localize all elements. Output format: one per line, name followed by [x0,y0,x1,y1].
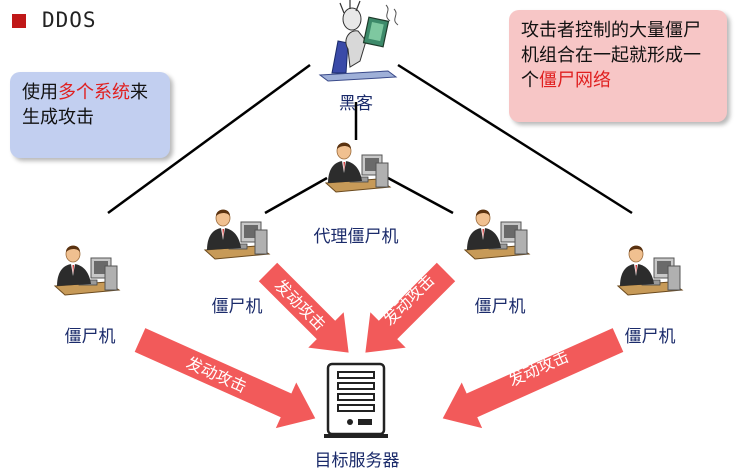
zombie-mid-left-person-computer-icon [204,209,270,260]
zombie-far-right-label: 僵尸机 [624,327,676,347]
server-icon [324,362,388,438]
zombie-far-left-label: 僵尸机 [64,327,116,347]
callout-left-text-2: 来生成攻击 [22,82,148,128]
line-hacker-zombie-far-left [107,63,311,215]
page-title: DDOS [42,8,97,32]
line-hacker-zombie-far-right [397,63,633,215]
proxy-person-computer-icon [325,142,391,193]
callout-botnet: 攻击者控制的大量僵尸机组合在一起就形成一个僵尸网络 [509,10,727,122]
callout-right-highlight: 僵尸网络 [539,70,611,91]
attack-arrow-mid-right: 发动攻击 [365,262,456,353]
title-bullet-icon [12,14,26,28]
attack-arrow-left-label: 发动攻击 [183,353,249,396]
zombie-mid-right-person-computer-icon [464,209,530,260]
zombie-mid-left-label: 僵尸机 [211,297,263,317]
callout-multiple-systems: 使用多个系统来生成攻击 [10,72,170,158]
hacker-label: 黑客 [339,94,373,114]
callout-right-text-1: 攻击者控制的大量僵尸机组合在一起就形成一个 [521,20,701,91]
attack-arrow-left: 发动攻击 [134,328,316,429]
callout-left-text-1: 使用 [22,82,58,103]
attack-arrow-right: 发动攻击 [442,328,624,429]
zombie-far-right-person-computer-icon [617,245,683,296]
attack-arrow-mid-left: 发动攻击 [258,262,349,353]
line-proxy-zombie-mid-right [387,176,454,215]
line-proxy-zombie-mid-left [264,176,328,215]
zombie-far-left-person-computer-icon [54,245,120,296]
target-server-label: 目标服务器 [314,451,400,471]
hacker-icon [318,0,399,82]
connection-lines [107,63,633,215]
proxy-zombie-label: 代理僵尸机 [313,227,399,247]
attack-arrow-mid-left-label: 发动攻击 [271,276,330,335]
zombie-mid-right-label: 僵尸机 [474,297,526,317]
callout-left-highlight: 多个系统 [58,82,130,103]
